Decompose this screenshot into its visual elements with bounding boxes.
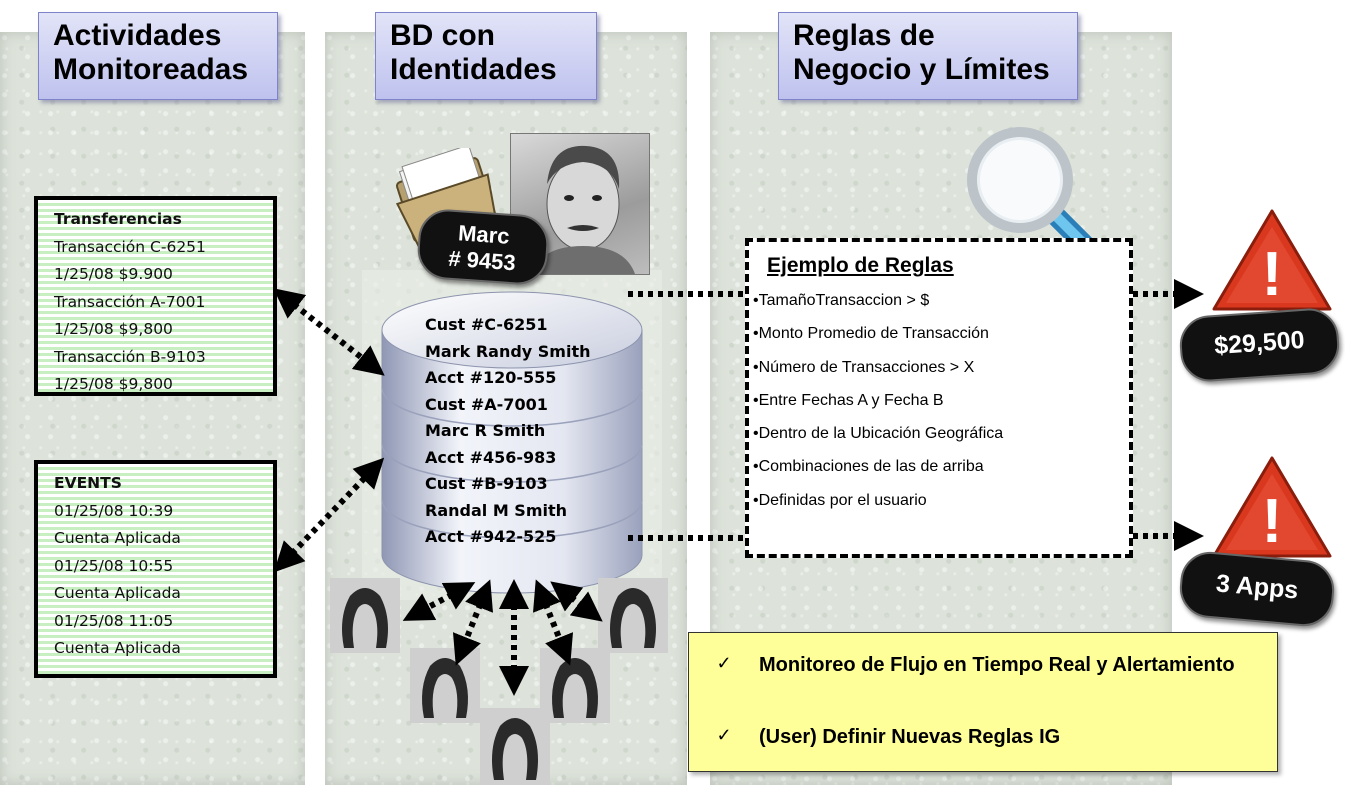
header-identity-db: BD con Identidades	[375, 12, 597, 100]
db-line: Cust #A-7001	[425, 394, 548, 414]
db-line: Cust #C-6251	[425, 315, 548, 334]
summary-item: ✓ Monitoreo de Flujo en Tiempo Real y Al…	[689, 651, 1259, 679]
db-line: Cust #B-9103	[425, 474, 548, 493]
events-box: EVENTS 01/25/08 10:39 Cuenta Aplicada 01…	[34, 460, 277, 678]
header-line: Monitoreadas	[53, 53, 249, 86]
warning-triangle-icon: !	[1212, 456, 1332, 558]
rules-title: Ejemplo de Reglas	[767, 254, 954, 277]
rule-item: •Combinaciones de las de arriba	[753, 458, 984, 476]
header-line: Reglas de	[793, 19, 935, 52]
alert-mark: !	[1262, 487, 1283, 556]
transfer-line: 1/25/08 $9,800	[54, 320, 173, 338]
event-line: Cuenta Aplicada	[54, 584, 181, 602]
arrow-events-db	[273, 457, 385, 573]
transfer-line: Transacción C-6251	[54, 237, 206, 256]
person-icon	[330, 578, 400, 653]
db-line: Acct #942-525	[425, 527, 557, 546]
header-line: Identidades	[390, 53, 557, 86]
rule-item: •Definidas por el usuario	[753, 491, 927, 509]
db-line: Mark Randy Smith	[425, 341, 591, 361]
transfers-title: Transferencias	[54, 210, 182, 228]
header-line: Actividades	[53, 19, 222, 52]
database-records: Cust #C-6251 Mark Randy Smith Acct #120-…	[425, 312, 591, 551]
person-icon	[480, 708, 550, 785]
header-monitored-activities: Actividades Monitoreadas	[38, 12, 278, 100]
arrow-db-person	[402, 582, 476, 621]
alert-mark: !	[1262, 240, 1283, 309]
arrow-transfers-db	[273, 288, 385, 376]
rule-item: •Dentro de la Ubicación Geográfica	[753, 425, 1004, 443]
db-line: Acct #120-555	[425, 368, 557, 387]
warning-triangle-icon: !	[1212, 209, 1332, 311]
person-icon	[410, 648, 480, 723]
db-line: Randal M Smith	[425, 500, 568, 520]
event-line: 01/25/08 10:55	[54, 556, 174, 575]
rule-item: •TamañoTransaccion > $	[753, 292, 930, 309]
db-line: Marc R Smith	[425, 421, 546, 440]
transfer-line: 1/25/08 $9,800	[54, 375, 173, 393]
header-line: BD con	[390, 19, 495, 52]
database-cylinder-icon	[362, 270, 662, 600]
summary-box: ✓ Monitoreo de Flujo en Tiempo Real y Al…	[688, 632, 1278, 772]
summary-item: ✓ (User) Definir Nuevas Reglas IG	[689, 723, 1259, 751]
rule-item: •Número de Transacciones > X	[753, 358, 975, 376]
transfer-line: 1/25/08 $9.900	[54, 265, 173, 283]
summary-text: (User) Definir Nuevas Reglas IG	[759, 726, 1061, 748]
check-icon: ✓	[716, 725, 732, 745]
summary-text: Monitoreo de Flujo en Tiempo Real y Aler…	[759, 654, 1235, 676]
events-title: EVENTS	[54, 474, 122, 492]
rule-item: •Entre Fechas A y Fecha B	[753, 391, 944, 409]
transfer-line: Transacción A-7001	[54, 292, 206, 311]
arrow-db-person	[550, 581, 603, 622]
rule-item: •Monto Promedio de Transacción	[753, 325, 989, 343]
person-icon	[598, 578, 668, 653]
rules-box: Ejemplo de Reglas •TamañoTransaccion > $…	[745, 238, 1133, 558]
face-icon	[531, 145, 635, 274]
event-line: 01/25/08 10:39	[54, 501, 174, 520]
header-line: Negocio y Límites	[793, 53, 1050, 86]
arrow-db-person	[452, 579, 494, 666]
event-line: Cuenta Aplicada	[54, 639, 181, 657]
arrow-db-person	[532, 579, 574, 666]
event-line: Cuenta Aplicada	[54, 529, 181, 547]
transfers-box: Transferencias Transacción C-6251 1/25/0…	[34, 196, 277, 396]
event-line: 01/25/08 11:05	[54, 611, 174, 630]
header-business-rules: Reglas de Negocio y Límites	[778, 12, 1078, 100]
db-line: Acct #456-983	[425, 447, 557, 467]
check-icon: ✓	[716, 653, 732, 673]
transfer-line: Transacción B-9103	[54, 347, 206, 366]
